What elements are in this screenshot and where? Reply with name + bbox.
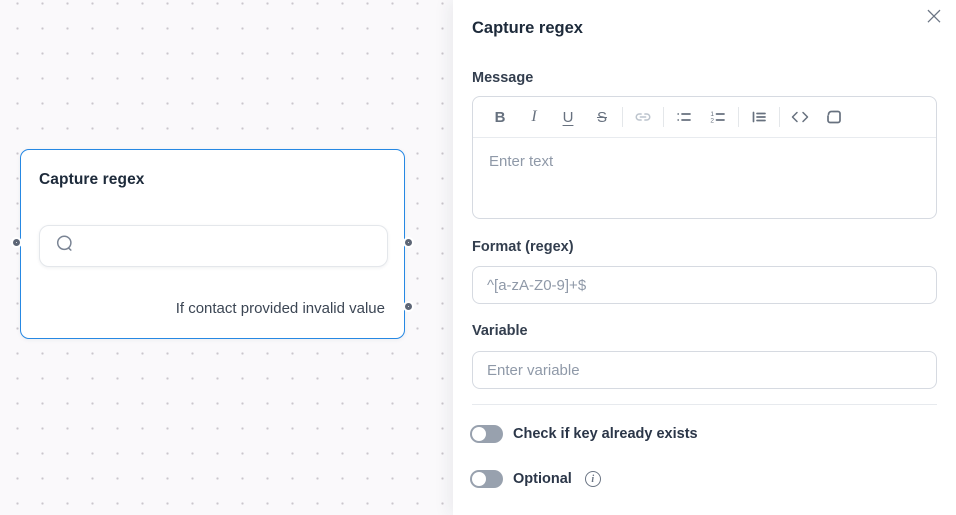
check-key-toggle[interactable] — [470, 425, 503, 443]
code-icon[interactable] — [790, 106, 810, 128]
toolbar-separator — [622, 107, 623, 127]
optional-toggle[interactable] — [470, 470, 503, 488]
node-branch-label: If contact provided invalid value — [175, 300, 385, 317]
toggle-knob — [472, 427, 486, 441]
info-icon[interactable]: i — [584, 471, 601, 487]
message-label: Message — [472, 70, 534, 86]
code-block-icon[interactable] — [824, 106, 844, 128]
toggle-knob — [472, 472, 486, 486]
toolbar-separator — [738, 107, 739, 127]
unordered-list-icon[interactable] — [674, 106, 694, 128]
port-branch-invalid[interactable] — [405, 303, 412, 310]
panel-title: Capture regex — [472, 19, 583, 37]
bold-button[interactable]: B — [490, 106, 510, 128]
message-input[interactable] — [473, 138, 936, 218]
format-label: Format (regex) — [472, 239, 574, 255]
rich-text-toolbar: B I U S — [473, 97, 936, 138]
message-editor: B I U S — [472, 96, 937, 219]
toolbar-separator — [779, 107, 780, 127]
port-input-left[interactable] — [13, 239, 20, 246]
node-settings-panel: Capture regex × Message B I U S — [453, 0, 956, 515]
link-icon[interactable] — [633, 106, 653, 128]
node-message-preview[interactable] — [39, 225, 388, 267]
optional-row: Optional i — [470, 470, 601, 488]
toolbar-separator — [663, 107, 664, 127]
underline-button[interactable]: U — [558, 106, 578, 128]
port-output-right[interactable] — [405, 239, 412, 246]
ordered-list-icon[interactable]: 1 2 — [708, 106, 728, 128]
svg-text:1: 1 — [710, 111, 714, 118]
variable-input[interactable] — [472, 351, 937, 389]
node-title: Capture regex — [39, 171, 145, 188]
flow-canvas[interactable]: Capture regex If contact provided invali… — [0, 0, 455, 515]
italic-button[interactable]: I — [524, 106, 544, 128]
node-capture-regex[interactable]: Capture regex If contact provided invali… — [13, 149, 412, 339]
check-key-row: Check if key already exists — [470, 425, 698, 443]
indent-list-icon[interactable] — [749, 106, 769, 128]
format-regex-input[interactable] — [472, 266, 937, 304]
section-divider — [472, 404, 937, 405]
optional-label: Optional — [513, 471, 572, 487]
strikethrough-button[interactable]: S — [592, 106, 612, 128]
svg-text:2: 2 — [710, 118, 714, 125]
check-key-label: Check if key already exists — [513, 426, 698, 442]
close-icon[interactable]: × — [920, 0, 948, 32]
variable-label: Variable — [472, 323, 528, 339]
chat-bubble-icon — [55, 234, 75, 259]
